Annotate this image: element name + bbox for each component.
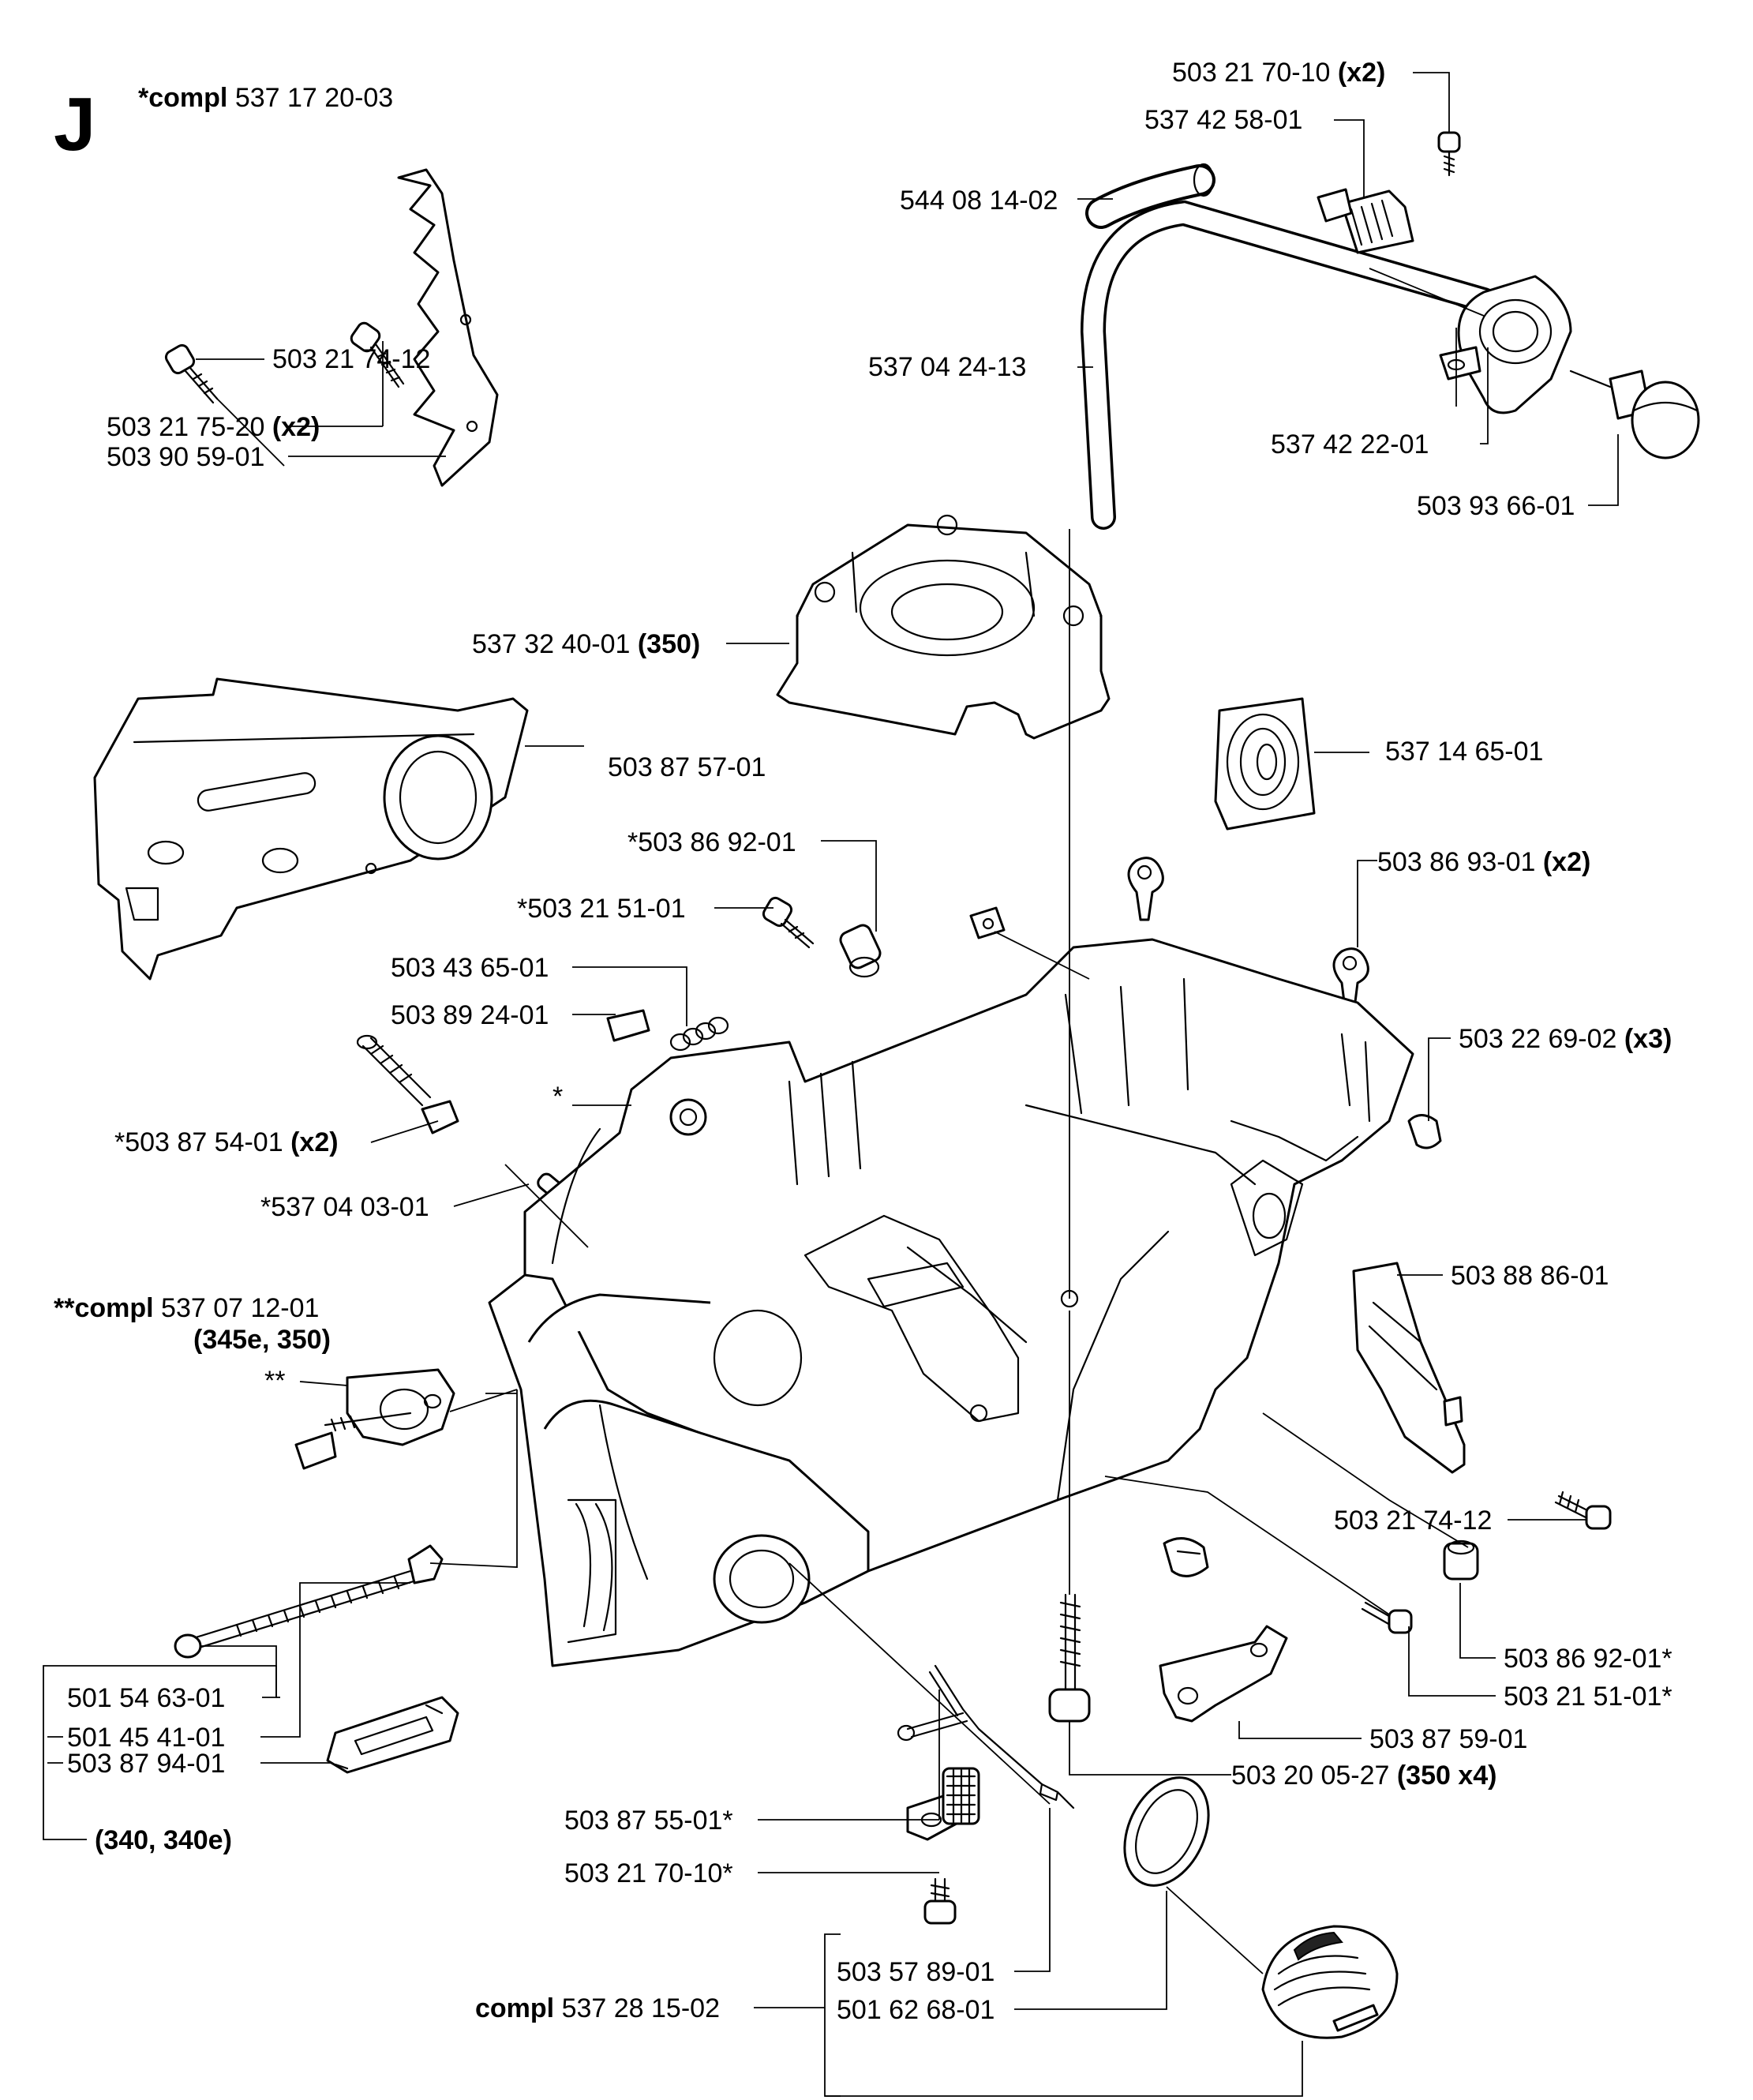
- bumper-screw-drawing: [350, 321, 405, 388]
- oil-lever-drawing: [897, 1664, 1059, 1802]
- tension-screw-drawing: [174, 1544, 444, 1659]
- guide-plate-drawing: [326, 1696, 459, 1774]
- label-503217010-x2: 503 21 70-10 (x2): [1172, 58, 1385, 88]
- label-503226902-x3: 503 22 69-02 (x3): [1459, 1024, 1672, 1054]
- cylinder-boot-drawing: [776, 514, 1111, 740]
- screw-51b-drawing: [1361, 1601, 1413, 1634]
- crankcase-drawing: [488, 938, 1414, 1667]
- label-501626801: 501 62 68-01: [837, 1995, 994, 2025]
- label-503869201-end-star: 503 86 92-01*: [1504, 1644, 1672, 1674]
- label-503217010-star: 503 21 70-10*: [564, 1858, 733, 1888]
- label-compl-537281502: compl 537 28 15-02: [475, 1993, 720, 2023]
- label-537425801: 537 42 58-01: [1144, 105, 1302, 135]
- cover-screw-drawing: [164, 343, 219, 404]
- spacer-right-drawing: [1443, 1539, 1479, 1581]
- label-537146501: 537 14 65-01: [1385, 737, 1543, 767]
- label-compl-537071201: **compl 537 07 12-01: [54, 1293, 319, 1323]
- label-503436501: 503 43 65-01: [391, 953, 549, 983]
- label-star: *: [552, 1082, 563, 1112]
- label-503217520-x2: 503 21 75-20 (x2): [107, 412, 320, 442]
- filter-seal-drawing: [1214, 697, 1316, 831]
- section-letter: J: [54, 82, 96, 167]
- screw-51-drawing: [762, 896, 815, 949]
- label-503217412-bottom: 503 21 74-12: [1334, 1506, 1492, 1536]
- screw-05-drawing: [1048, 1593, 1091, 1723]
- label-503875701: 503 87 57-01: [608, 752, 766, 782]
- label-544081402: 544 08 14-02: [900, 186, 1058, 216]
- label-537042413: 537 04 24-13: [868, 352, 1026, 382]
- pin-pair-drawing: [606, 1009, 729, 1052]
- screw-74-drawing: [1554, 1491, 1612, 1530]
- label-503869301-x2: 503 86 93-01 (x2): [1377, 847, 1590, 877]
- label-501546301: 501 54 63-01: [67, 1683, 225, 1713]
- label-double-star: **: [264, 1366, 285, 1396]
- fuel-hose-drawing: [1080, 200, 1496, 530]
- label-503217412-top: 503 21 74-12: [272, 344, 430, 374]
- label-503892401: 503 89 24-01: [391, 1000, 549, 1030]
- deflector-drawing: [1352, 1262, 1466, 1474]
- label-models-340-340e: (340, 340e): [95, 1825, 232, 1855]
- oil-cap-drawing: [1261, 1925, 1399, 2039]
- label-models-345e-350: (345e, 350): [193, 1325, 331, 1355]
- label-503875501-star: 503 87 55-01*: [564, 1806, 733, 1836]
- label-503578901: 503 57 89-01: [837, 1957, 994, 1987]
- label-503875401-x2: *503 87 54-01 (x2): [114, 1127, 339, 1157]
- small-screw-10-drawing: [923, 1877, 957, 1925]
- label-compl-537172003: *compl 537 17 20-03: [138, 83, 393, 113]
- label-503200527-350x4: 503 20 05-27 (350 x4): [1231, 1761, 1497, 1791]
- label-503875901: 503 87 59-01: [1369, 1724, 1527, 1754]
- label-537422201: 537 42 22-01: [1271, 429, 1429, 459]
- oil-filter-drawing: [906, 1767, 980, 1841]
- label-503888601: 503 88 86-01: [1451, 1261, 1609, 1291]
- clip-69-drawing: [1163, 1114, 1442, 1577]
- tensioner-bolt-drawing: [356, 1034, 459, 1134]
- av-buffer-drawings: [1127, 857, 1369, 1016]
- label-503879401: 503 87 94-01: [67, 1749, 225, 1779]
- pump-screw-drawing: [1437, 131, 1461, 177]
- label-503215101-end-star: 503 21 51-01*: [1504, 1682, 1672, 1712]
- bottom-plate-drawing: [1159, 1625, 1288, 1723]
- leader-lines: [43, 72, 1619, 2097]
- hose-sleeve-drawing: [1085, 163, 1215, 229]
- clip-drawing: [969, 906, 1006, 939]
- pump-rod-drawing: [1056, 1791, 1075, 1809]
- chain-adjuster-drawing: [294, 1368, 455, 1470]
- label-537324001-350: 537 32 40-01 (350): [472, 629, 700, 659]
- label-501454101: 501 45 41-01: [67, 1723, 225, 1753]
- label-503869201-star: *503 86 92-01: [627, 827, 796, 857]
- chain-cover-drawing: [93, 677, 529, 981]
- label-503936601: 503 93 66-01: [1417, 491, 1575, 521]
- bumper-spike-drawing: [397, 168, 499, 487]
- label-503905901: 503 90 59-01: [107, 442, 264, 472]
- spacer-92-drawing: [839, 924, 882, 978]
- label-503215101-star: *503 21 51-01: [517, 894, 686, 924]
- primer-pump-drawing: [1317, 188, 1700, 459]
- oil-cap-seal-drawing: [1123, 1776, 1210, 1887]
- label-537040301: *537 04 03-01: [260, 1192, 429, 1222]
